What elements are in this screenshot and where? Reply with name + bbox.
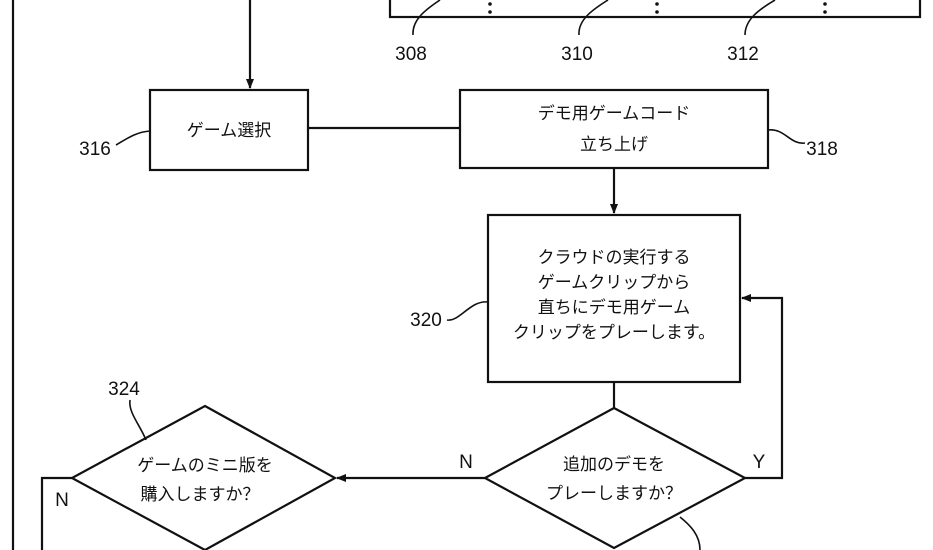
yes-label: Y — [753, 452, 766, 473]
leader-308 — [412, 0, 441, 36]
buy-mini-decision — [69, 404, 338, 550]
no-label-2: N — [55, 490, 69, 511]
play-clip-line2: ゲームクリップから — [538, 273, 691, 293]
no-label: N — [459, 452, 473, 473]
launch-code-line1: デモ用ゲームコード — [538, 103, 691, 124]
top-box — [388, 0, 922, 19]
launch-code-box — [458, 88, 770, 170]
launch-code-line2: 立ち上げ — [580, 135, 648, 155]
more-demo-line2: プレーしますか？ — [546, 484, 682, 504]
ref-308: 308 — [395, 44, 427, 65]
ref-310: 310 — [561, 44, 593, 65]
play-clip-line1: クラウドの実行する — [538, 248, 691, 268]
yes-loop-arrow — [741, 294, 784, 480]
leader-320 — [446, 301, 489, 321]
play-clip-line4: クリップをプレーします。 — [513, 323, 715, 343]
leader-324 — [129, 399, 147, 441]
leader-316 — [115, 130, 151, 146]
ref-316: 316 — [79, 139, 111, 160]
select-game-box — [148, 88, 310, 172]
leader-bottom — [679, 516, 701, 550]
ref-324: 324 — [108, 379, 140, 400]
buy-mini-line2: 購入しますか？ — [141, 485, 260, 505]
select-game-text: ゲーム選択 — [187, 121, 272, 141]
no-branch-line — [40, 476, 72, 550]
play-clip-box — [486, 213, 742, 384]
ref-320: 320 — [410, 310, 442, 331]
leader-318 — [767, 129, 806, 144]
leader-310 — [578, 0, 609, 36]
leader-312 — [744, 0, 776, 36]
ref-312: 312 — [727, 44, 759, 65]
ellipsis-dots — [488, 2, 827, 14]
ref-318: 318 — [806, 139, 838, 160]
buy-mini-line1: ゲームのミニ版を — [137, 456, 273, 476]
more-demo-decision — [482, 406, 748, 550]
play-clip-line3: 直ちにデモ用ゲーム — [538, 297, 691, 318]
more-demo-line1: 追加のデモを — [563, 454, 665, 475]
